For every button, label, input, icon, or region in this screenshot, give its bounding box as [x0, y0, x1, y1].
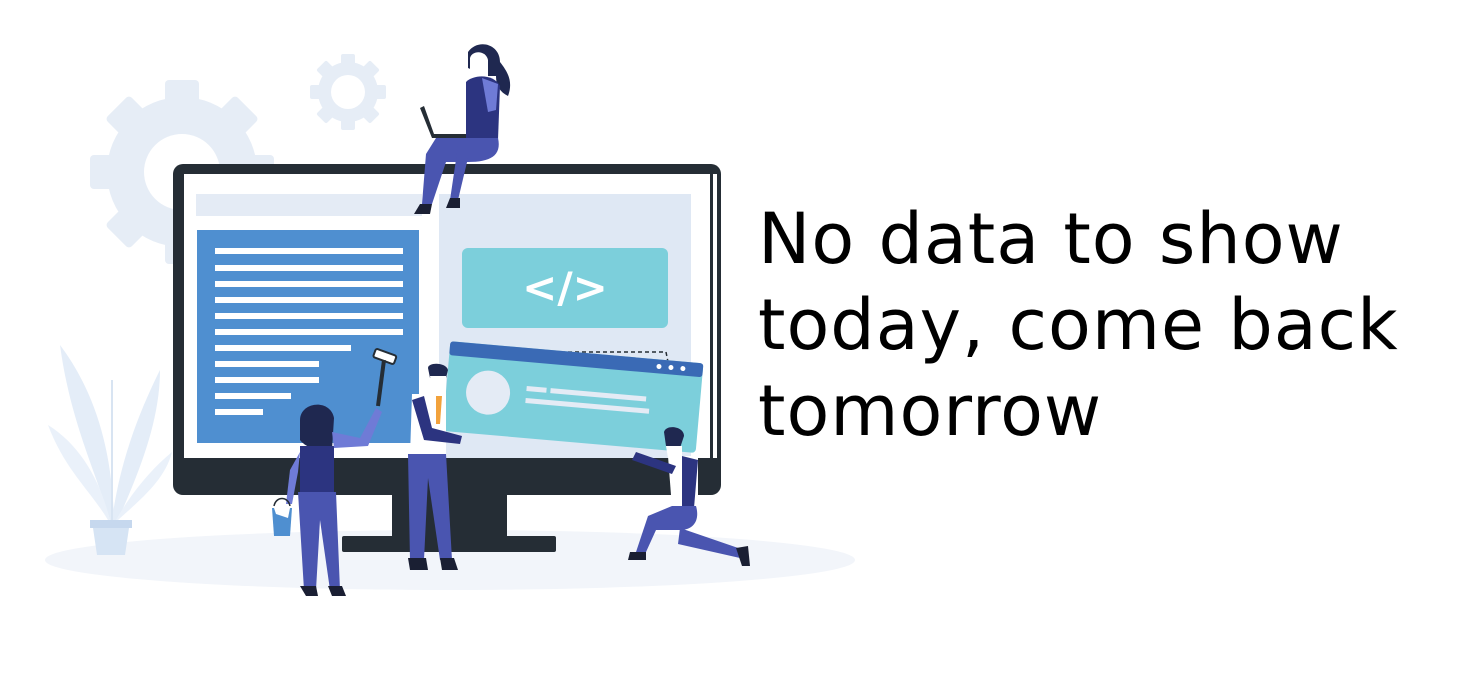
woman-with-roller: [272, 348, 398, 596]
laptop-icon: [420, 106, 466, 138]
empty-state-message: No data to show today, come back tomorro…: [758, 198, 1399, 452]
plant-icon: [48, 345, 172, 555]
paint-bucket-icon: [272, 497, 292, 536]
man-holding-card: [408, 363, 462, 570]
woman-with-laptop: [414, 44, 511, 214]
code-window-icon: </>: [462, 248, 668, 328]
empty-state-illustration: </>: [45, 44, 855, 596]
kneeling-man: [628, 427, 750, 566]
gear-icon: [310, 54, 386, 130]
avatar-placeholder: [466, 370, 511, 415]
code-tag: </>: [522, 263, 608, 312]
profile-card: [442, 341, 704, 453]
paint-roller-icon: [372, 348, 398, 407]
dashed-outline: [540, 351, 669, 363]
